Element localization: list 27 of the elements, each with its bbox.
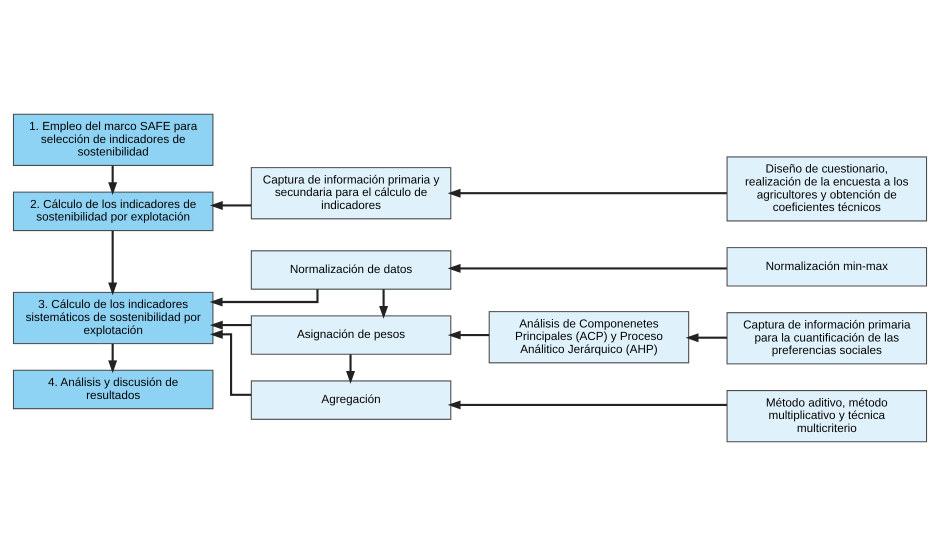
node-box: 3. Cálculo de los indicadores sistemáticos de sostenibilidad por explotación	[12, 291, 214, 344]
arrow	[448, 263, 727, 272]
node-box: Análisis de Componenetes Principales (ACP) y Proceso Análitico Jerárquico (AHP)	[488, 310, 690, 363]
arrow	[210, 288, 319, 306]
node-box: Diseño de cuestionario, realización de la encuesta a los agricultores y obtención de coeficientes técnicos	[726, 156, 928, 221]
arrow	[108, 343, 118, 373]
arrow	[210, 329, 252, 396]
node-box: 1. Empleo del marco SAFE para selección de indicadores de sostenibilidad	[12, 113, 214, 166]
node-box: Captura de información primaria y secundaria para el cálculo de indicadores	[250, 166, 452, 219]
node-box: 2. Cálculo de los indicadores de sostenibilidad por explotación	[12, 191, 214, 231]
node-box: Método aditivo, método multiplicativo y técnica multicriterio	[726, 390, 928, 442]
arrow	[108, 165, 118, 195]
arrow	[379, 289, 388, 318]
arrow	[346, 354, 356, 384]
arrow	[108, 230, 118, 295]
node-box: Captura de información primaria para la cuantificación de las preferencias sociales	[726, 312, 928, 364]
node-box: Agregación	[250, 380, 452, 420]
arrow	[448, 188, 727, 198]
arrow	[448, 330, 490, 340]
node-box: Normalización min-max	[726, 246, 928, 286]
node-box: 4. Análisis y discusión de resultados	[12, 369, 214, 409]
arrow	[210, 200, 252, 210]
node-box: Normalización de datos	[250, 250, 452, 290]
arrow	[448, 400, 727, 409]
arrow	[686, 332, 727, 342]
arrow	[210, 320, 252, 330]
node-box: Asignación de pesos	[250, 314, 452, 354]
